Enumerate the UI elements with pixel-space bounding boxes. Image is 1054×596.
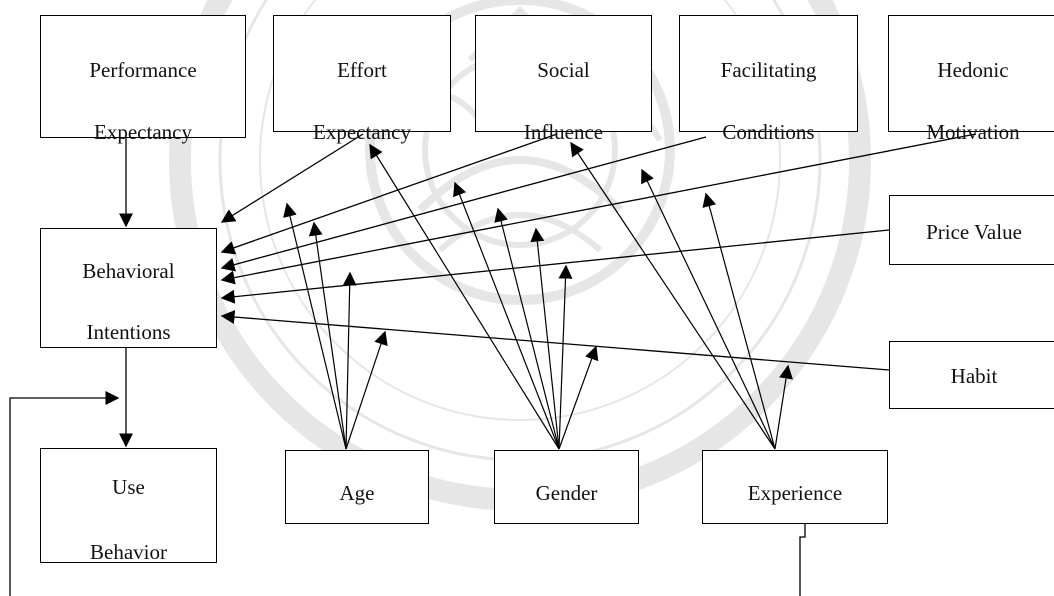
node-price: Price Value xyxy=(889,195,1054,265)
node-habit-label-line-1: Habit xyxy=(950,364,998,388)
edge-habit-to-intentions xyxy=(220,310,890,371)
moderation-age-on-hedonic-to-intentions xyxy=(345,330,388,450)
node-social-label-line-2: Influence xyxy=(523,120,604,144)
node-use-label-line-2: Behavior xyxy=(90,540,167,564)
node-performance-label-line-1: Performance xyxy=(89,58,197,82)
edge-social-to-intentions xyxy=(220,133,558,255)
node-performance-label-line-2: Expectancy xyxy=(94,120,192,144)
node-hedonic-label-line-1: Hedonic xyxy=(937,58,1009,82)
node-gender: Gender xyxy=(494,450,639,524)
node-effort-label-line-1: Effort xyxy=(337,58,387,82)
node-experience-label-line-1: Experience xyxy=(747,481,843,505)
edge-effort-to-intentions xyxy=(220,133,364,223)
moderation-age-on-social-to-intentions xyxy=(308,221,347,450)
moderation-gender-on-social-to-intentions xyxy=(453,181,560,450)
moderation-experience-on-habit-to-intentions xyxy=(774,364,793,450)
node-intentions-label-line-2: Intentions xyxy=(86,320,171,344)
node-use-label-line-1: Use xyxy=(112,475,145,499)
moderation-gender-on-price-to-intentions xyxy=(558,264,573,450)
edge-price-to-intentions xyxy=(220,229,890,304)
node-price-label-line-1: Price Value xyxy=(926,220,1022,244)
node-age-label-line-1: Age xyxy=(339,481,375,505)
moderation-age-on-facilitating-to-intentions xyxy=(342,271,357,450)
edge-facilitating-to-intentions xyxy=(220,136,707,272)
edge-hedonic-to-intentions xyxy=(220,133,977,285)
moderation-gender-on-habit-to-intentions xyxy=(558,345,599,450)
moderation-experience-on-hedonic-to-intentions xyxy=(702,192,776,450)
node-effort-label-line-2: Expectancy xyxy=(313,120,411,144)
moderation-experience-on-intentions-to-use xyxy=(9,391,806,596)
node-age: Age xyxy=(285,450,429,524)
node-facilitating-label-line-2: Conditions xyxy=(722,120,815,144)
node-hedonic-label-line-2: Motivation xyxy=(926,120,1020,144)
moderation-experience-on-facilitating-to-intentions xyxy=(641,168,776,450)
moderation-experience-on-social-to-intentions xyxy=(570,141,776,450)
node-experience: Experience xyxy=(702,450,888,524)
node-social-label-line-1: Social xyxy=(537,58,590,82)
moderation-gender-on-facilitating-to-intentions xyxy=(494,207,560,450)
node-habit: Habit xyxy=(889,341,1054,409)
moderation-gender-on-effort-to-intentions xyxy=(369,143,560,450)
node-intentions-label-line-1: Behavioral xyxy=(82,259,175,283)
moderation-age-on-effort-to-intentions xyxy=(283,202,347,450)
moderation-gender-on-hedonic-to-intentions xyxy=(530,227,560,450)
node-facilitating-label-line-1: Facilitating xyxy=(720,58,817,82)
node-gender-label-line-1: Gender xyxy=(535,481,598,505)
